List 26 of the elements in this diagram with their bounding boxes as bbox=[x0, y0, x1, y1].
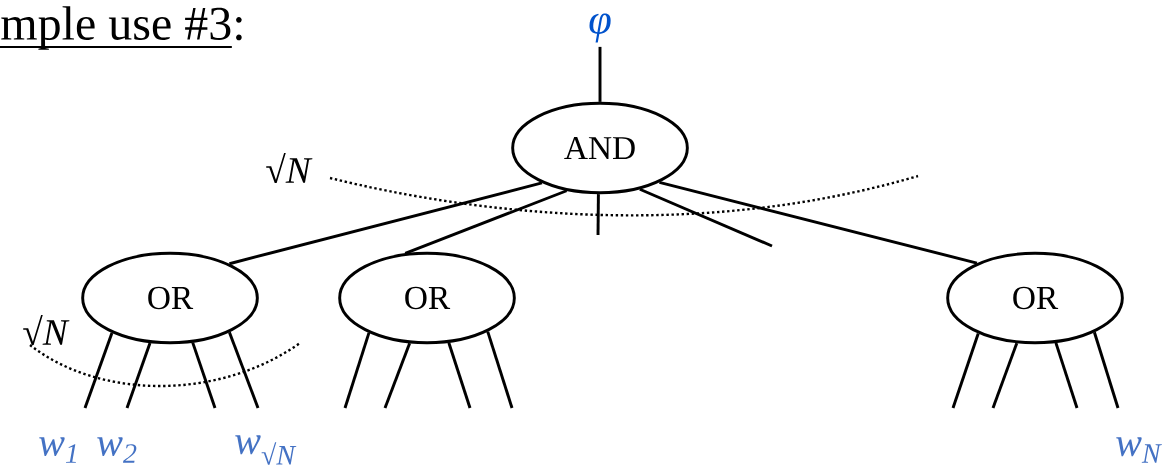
sqrt-label: √N bbox=[23, 315, 70, 345]
sqrt-label: √N bbox=[266, 153, 313, 183]
input-label: w$_{√N}$ bbox=[235, 435, 297, 465]
wire-line bbox=[659, 180, 978, 265]
wire-line bbox=[229, 181, 543, 266]
wire-line bbox=[83, 332, 114, 409]
wire-line bbox=[447, 342, 472, 409]
wire-line bbox=[383, 342, 411, 409]
wire-line bbox=[639, 187, 773, 248]
wire-line bbox=[404, 189, 568, 255]
wire-line bbox=[951, 333, 980, 409]
wire-line bbox=[991, 342, 1019, 409]
wire-line bbox=[228, 331, 260, 409]
input-label: w$_{1}$ bbox=[39, 437, 76, 463]
wire-line bbox=[598, 46, 602, 102]
wire-line bbox=[125, 342, 152, 409]
heading: mple use #3: bbox=[0, 6, 242, 50]
input-label: w$_{2}$ bbox=[97, 437, 137, 463]
wire-line bbox=[1054, 342, 1079, 409]
output-symbol: φ bbox=[589, 13, 611, 43]
wire-line bbox=[1093, 331, 1120, 409]
input-label: w$_{N}$ bbox=[1116, 437, 1162, 463]
wire-line bbox=[486, 331, 514, 409]
wire-line bbox=[596, 194, 600, 236]
wire-line bbox=[191, 342, 217, 409]
wire-line bbox=[343, 332, 371, 409]
